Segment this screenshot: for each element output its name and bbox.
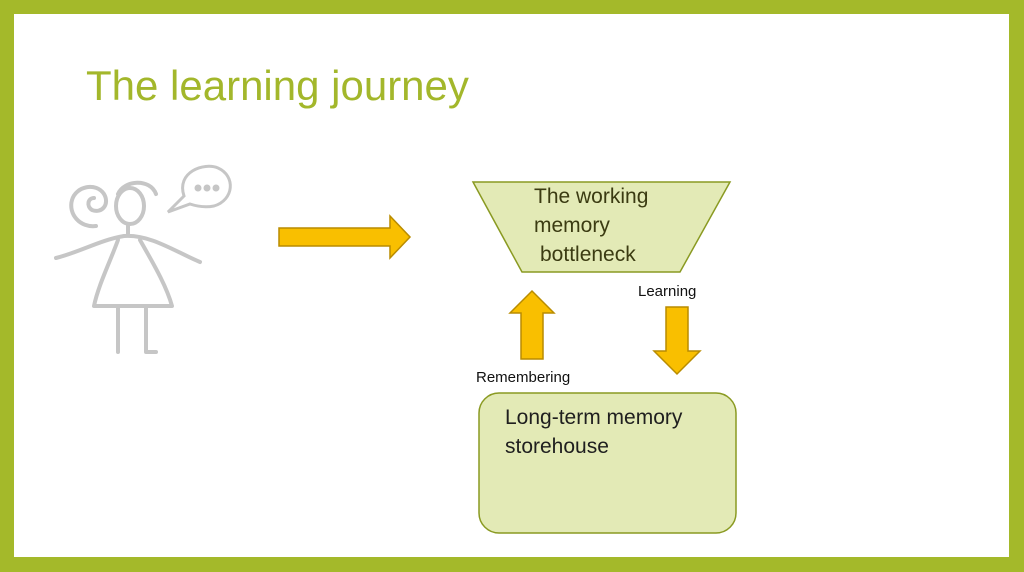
up-arrow-icon <box>508 289 556 360</box>
funnel-label: The working memory bottleneck <box>534 182 694 269</box>
remembering-label: Remembering <box>476 369 571 386</box>
slide-title: The learning journey <box>86 62 469 109</box>
storehouse-label: Long-term memory storehouse <box>505 403 725 461</box>
speech-bubble-icon <box>166 164 232 214</box>
storehouse-label-line2: storehouse <box>505 435 609 458</box>
funnel-label-line3: bottleneck <box>540 243 636 266</box>
storehouse-label-line1: Long-term memory <box>505 406 683 429</box>
learning-label: Learning <box>638 283 697 300</box>
long-term-memory-box <box>478 392 737 534</box>
funnel-label-line1: The working <box>534 185 649 208</box>
down-arrow-icon <box>652 306 702 376</box>
thinking-person-icon <box>54 180 202 354</box>
working-memory-funnel <box>471 181 732 273</box>
right-arrow-icon <box>278 214 412 260</box>
funnel-label-line2: memory <box>534 214 610 237</box>
